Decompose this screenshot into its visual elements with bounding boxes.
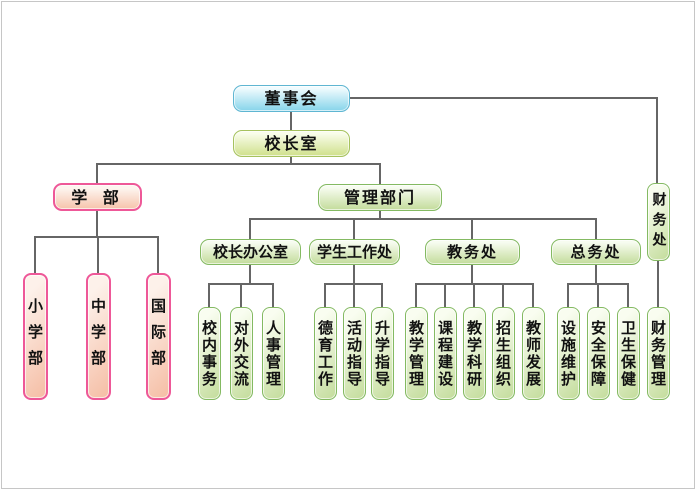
board-box: 董事会 — [233, 85, 350, 112]
leaf-box-internal-affairs: 校内事务 — [198, 307, 221, 400]
department-box-principal-office-admin: 校长办公室 — [200, 239, 301, 265]
connector — [34, 236, 36, 274]
connector — [272, 283, 274, 307]
leaf-box-external-exchange: 对外交流 — [230, 307, 253, 400]
connector — [240, 283, 242, 307]
connector — [324, 283, 326, 307]
connector — [96, 210, 98, 237]
connector — [353, 283, 355, 307]
department-box-general-affairs: 总务处 — [551, 239, 641, 265]
connector — [444, 283, 446, 307]
connector — [208, 283, 210, 307]
connector — [96, 163, 381, 165]
connector — [249, 218, 251, 239]
leaf-box-health-care: 卫生保健 — [617, 307, 640, 400]
leaf-box-teaching-research: 教学科研 — [463, 307, 486, 400]
connector — [473, 283, 475, 307]
connector — [353, 218, 355, 239]
academics-box: 学 部 — [53, 183, 142, 211]
leaf-box-facility-maintenance: 设施维护 — [557, 307, 580, 400]
leaf-box-international-division: 国际部 — [146, 273, 171, 400]
connector — [381, 283, 383, 307]
connector — [415, 283, 417, 307]
leaf-box-primary-school: 小学部 — [23, 273, 48, 400]
connector — [290, 157, 292, 165]
leaf-box-personnel-management: 人事管理 — [262, 307, 285, 400]
connector — [627, 283, 629, 307]
leaf-box-activity-guidance: 活动指导 — [343, 307, 366, 400]
leaf-box-moral-education: 德育工作 — [314, 307, 337, 400]
connector — [597, 283, 599, 307]
connector — [471, 218, 473, 239]
connector — [595, 218, 597, 239]
leaf-box-teaching-management: 教学管理 — [405, 307, 428, 400]
connector — [656, 97, 658, 183]
leaf-box-admissions: 招生组织 — [492, 307, 515, 400]
leaf-box-curriculum-development: 课程建设 — [434, 307, 457, 400]
leaf-box-safety-assurance: 安全保障 — [587, 307, 610, 400]
connector — [249, 218, 597, 220]
connector — [249, 265, 251, 284]
leaf-box-further-study-guidance: 升学指导 — [371, 307, 394, 400]
connector — [657, 261, 659, 307]
finance-office-box: 财务处 — [647, 183, 670, 261]
connector — [595, 265, 597, 284]
connector — [471, 265, 473, 284]
leaf-box-financial-management: 财务管理 — [647, 307, 670, 400]
department-box-academic-affairs: 教务处 — [425, 239, 520, 265]
connector — [567, 283, 569, 307]
connector — [290, 112, 292, 131]
connector — [353, 265, 355, 284]
connector — [379, 211, 381, 219]
connector — [532, 283, 534, 307]
connector — [157, 236, 159, 274]
leaf-box-middle-school: 中学部 — [86, 273, 111, 400]
leaf-box-teacher-development: 教师发展 — [522, 307, 545, 400]
connector — [379, 163, 381, 185]
connector — [97, 236, 99, 274]
principal-office-box: 校长室 — [233, 130, 350, 157]
department-box-student-affairs: 学生工作处 — [309, 239, 400, 265]
connector — [96, 163, 98, 184]
connector — [502, 283, 504, 307]
management-box: 管理部门 — [318, 184, 442, 211]
connector — [350, 97, 658, 99]
